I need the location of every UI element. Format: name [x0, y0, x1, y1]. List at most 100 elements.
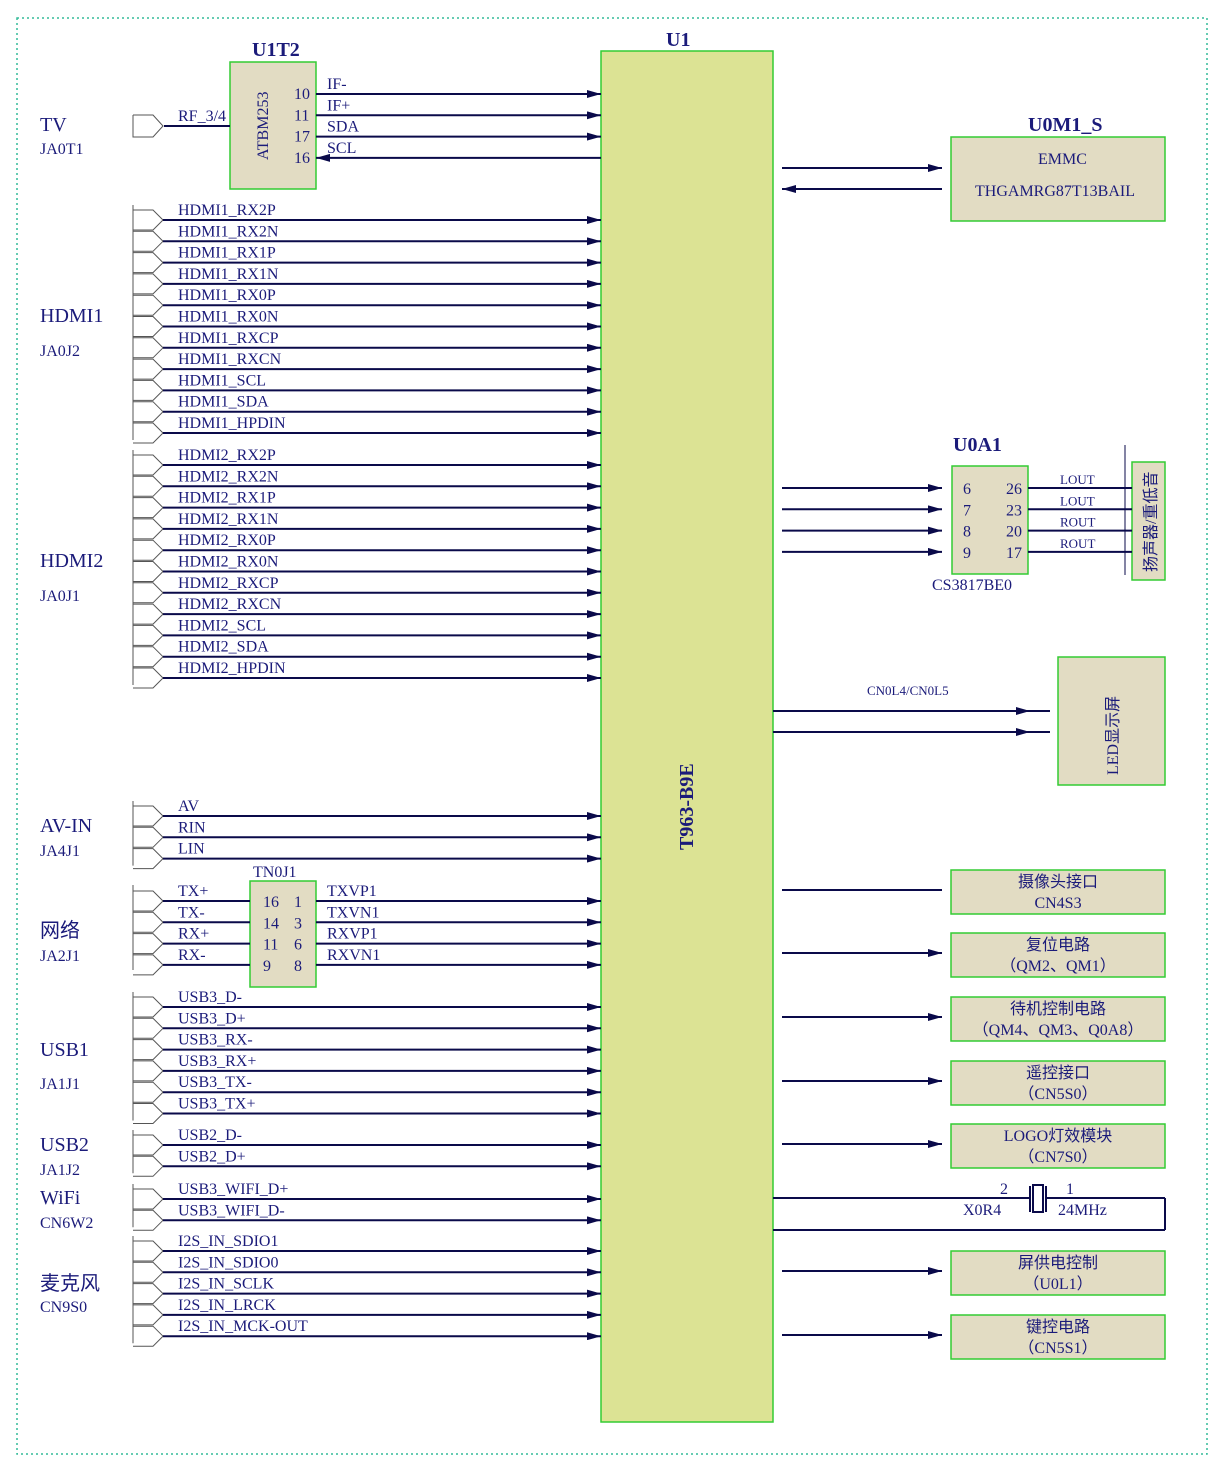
- av-pin-2: [133, 848, 164, 870]
- net-pin-0: [133, 890, 164, 912]
- right-box-4: [950, 1123, 1166, 1169]
- net-pa-1: 14: [263, 915, 279, 932]
- tuner-signal-0: IF-: [327, 76, 347, 93]
- hdmi1-signal-6: HDMI1_RXCP: [178, 330, 279, 347]
- usb1-pin-0: [133, 996, 164, 1018]
- outer-border: [16, 17, 1208, 1455]
- usb1-signal-3: USB3_RX+: [178, 1053, 256, 1070]
- usb1-pin-3: [133, 1060, 164, 1082]
- group-ref-1: JA0J2: [40, 343, 80, 360]
- mic-signal-1: I2S_IN_SDIO0: [178, 1254, 278, 1271]
- right-box-line1-0: 摄像头接口: [1018, 873, 1098, 891]
- av-signal-0: AV: [178, 798, 199, 815]
- right-box-3: [950, 1060, 1166, 1106]
- mic-pin-1: [133, 1261, 164, 1283]
- right-box-1: [950, 932, 1166, 978]
- hdmi2-signal-7: HDMI2_RXCN: [178, 596, 282, 613]
- right-box-line2-6: （CN5S1）: [1018, 1339, 1097, 1357]
- right-box-line1-3: 遥控接口: [1026, 1064, 1090, 1082]
- mic-pin-0: [133, 1240, 164, 1262]
- led-connector: CN0L4/CN0L5: [867, 683, 949, 698]
- group-name-0: TV: [40, 114, 67, 136]
- usb1-signal-2: USB3_RX-: [178, 1032, 253, 1049]
- group-ref-5: JA1J1: [40, 1076, 80, 1093]
- main-chip-ref: U1: [666, 29, 690, 51]
- usb2-pin-0: [133, 1134, 164, 1156]
- hdmi2-pin-7: [133, 603, 164, 625]
- group-name-7: WiFi: [40, 1187, 81, 1209]
- hdmi2-pin-1: [133, 475, 164, 497]
- av-signal-2: LIN: [178, 841, 205, 858]
- right-box-0: [950, 869, 1166, 915]
- usb1-signal-1: USB3_D+: [178, 1010, 246, 1027]
- hdmi1-signal-5: HDMI1_RX0N: [178, 309, 279, 326]
- mic-signal-2: I2S_IN_SCLK: [178, 1276, 274, 1293]
- group-name-5: USB1: [40, 1039, 89, 1061]
- hdmi2-signal-4: HDMI2_RX0P: [178, 532, 276, 549]
- hdmi2-signal-10: HDMI2_HPDIN: [178, 660, 286, 677]
- mic-signal-0: I2S_IN_SDIO1: [178, 1233, 278, 1250]
- hdmi1-signal-10: HDMI1_HPDIN: [178, 415, 286, 432]
- hdmi1-pin-8: [133, 379, 164, 401]
- right-box-6: [950, 1314, 1166, 1360]
- tuner-pin-3: 16: [294, 150, 310, 167]
- net-out-2: RXVP1: [327, 926, 378, 943]
- crystal-pin-left: 2: [1000, 1181, 1008, 1198]
- right-box-line2-4: （CN7S0）: [1018, 1148, 1097, 1166]
- hdmi1-signal-7: HDMI1_RXCN: [178, 351, 282, 368]
- main-chip: [600, 50, 774, 1423]
- led-label: LED显示屏: [1105, 696, 1122, 775]
- tuner-signal-1: IF+: [327, 97, 350, 114]
- group-name-6: USB2: [40, 1134, 89, 1156]
- wifi-signal-1: USB3_WIFI_D-: [178, 1202, 285, 1219]
- right-box-line1-2: 待机控制电路: [1010, 1000, 1106, 1018]
- amp-ref: U0A1: [953, 434, 1002, 456]
- usb1-pin-5: [133, 1103, 164, 1124]
- av-pin-1: [133, 826, 164, 848]
- hdmi1-pin-1: [133, 230, 164, 252]
- wifi-pin-1: [133, 1209, 164, 1231]
- wifi-signal-0: USB3_WIFI_D+: [178, 1181, 288, 1198]
- hdmi1-signal-0: HDMI1_RX2P: [178, 202, 276, 219]
- hdmi1-pin-3: [133, 273, 164, 295]
- hdmi2-pin-5: [133, 561, 164, 582]
- hdmi1-pin-7: [133, 358, 164, 380]
- net-out-1: TXVN1: [327, 904, 379, 921]
- crystal-ref: X0R4: [963, 1202, 1001, 1219]
- mic-pin-3: [133, 1304, 164, 1326]
- mic-pin-4: [133, 1325, 164, 1347]
- wifi-pin-0: [133, 1188, 164, 1210]
- amp-pa-1: 7: [963, 502, 971, 519]
- hdmi2-signal-9: HDMI2_SDA: [178, 639, 269, 656]
- net-in-0: TX+: [178, 883, 208, 900]
- speaker-box: [1131, 461, 1166, 581]
- crystal-pin-right: 1: [1066, 1181, 1074, 1198]
- group-ref-6: JA1J2: [40, 1162, 80, 1179]
- hdmi1-signal-4: HDMI1_RX0P: [178, 287, 276, 304]
- right-box-line1-6: 键控电路: [1026, 1318, 1090, 1336]
- net-pb-3: 8: [294, 958, 302, 975]
- right-box-line2-2: （QM4、QM3、Q0A8）: [973, 1021, 1144, 1039]
- hdmi2-pin-4: [133, 539, 164, 561]
- right-box-line2-5: （U0L1）: [1023, 1275, 1092, 1293]
- group-name-3: AV-IN: [40, 815, 92, 837]
- hdmi2-signal-2: HDMI2_RX1P: [178, 490, 276, 507]
- usb1-signal-0: USB3_D-: [178, 989, 242, 1006]
- right-box-line1-4: LOGO灯效模块: [1004, 1127, 1112, 1145]
- usb1-pin-1: [133, 1017, 164, 1039]
- right-box-line1-1: 复位电路: [1026, 936, 1090, 954]
- tuner-signal-2: SDA: [327, 119, 359, 136]
- network-transformer: [249, 880, 317, 988]
- usb1-signal-5: USB3_TX+: [178, 1096, 255, 1113]
- mic-signal-4: I2S_IN_MCK-OUT: [178, 1318, 308, 1335]
- hdmi2-pin-0: [133, 454, 164, 476]
- hdmi1-pin-2: [133, 252, 164, 274]
- net-pin-3: [133, 954, 164, 976]
- hdmi1-signal-9: HDMI1_SDA: [178, 394, 269, 411]
- amp-pa-3: 9: [963, 545, 971, 562]
- tuner-chip: [229, 61, 317, 190]
- hdmi2-pin-3: [133, 518, 164, 540]
- usb2-signal-0: USB2_D-: [178, 1127, 242, 1144]
- hdmi2-signal-5: HDMI2_RX0N: [178, 554, 279, 571]
